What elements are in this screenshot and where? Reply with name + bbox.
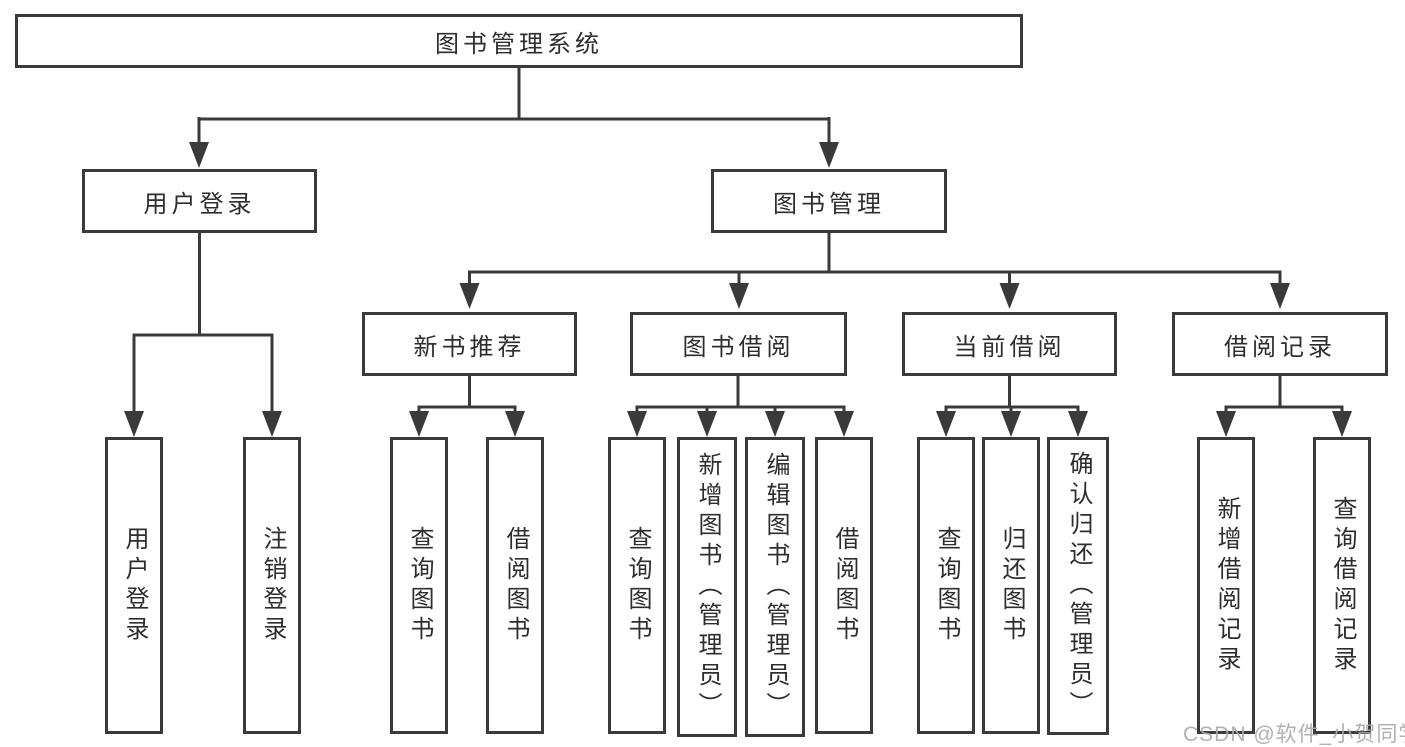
leaf-add-borrow-record: 新增借阅记录 [1197, 437, 1255, 734]
node-current-borrowing: 当前借阅 [902, 312, 1117, 376]
leaf-borrow-books: 借阅图书 [486, 437, 544, 734]
node-label: 用户登录 [143, 190, 256, 218]
leaf-borrow-books: 借阅图书 [815, 437, 873, 734]
node-label: 图书借阅 [682, 333, 795, 361]
node-label: 用户登录 [121, 525, 148, 646]
node-label: 图书管理系统 [435, 30, 603, 58]
node-label: 查询图书 [933, 525, 960, 646]
node-user-login: 用户登录 [82, 169, 317, 233]
node-label: 查询图书 [406, 525, 433, 646]
csdn-watermark: CSDN @软件_小贺同学 [1183, 723, 1405, 746]
node-label: 注销登录 [259, 525, 286, 646]
node-label: 借阅记录 [1224, 333, 1336, 361]
node-new-book-recommendation: 新书推荐 [362, 312, 577, 376]
node-book-borrowing: 图书借阅 [630, 312, 847, 376]
leaf-add-book-admin: 新增图书（管理员） [677, 437, 737, 737]
leaf-logout: 注销登录 [243, 437, 301, 734]
leaf-query-borrow-record: 查询借阅记录 [1313, 437, 1371, 734]
node-label: 借阅图书 [831, 525, 858, 646]
leaf-query-books: 查询图书 [390, 437, 448, 734]
node-book-management: 图书管理 [711, 169, 947, 233]
node-label: 确认归还（管理员） [1065, 451, 1092, 721]
leaf-edit-book-admin: 编辑图书（管理员） [745, 437, 805, 737]
node-label: 新增图书（管理员） [694, 452, 721, 722]
leaf-query-books: 查询图书 [608, 437, 666, 734]
leaf-query-books: 查询图书 [917, 437, 975, 734]
node-label: 当前借阅 [953, 333, 1066, 361]
node-borrowing-records: 借阅记录 [1172, 312, 1388, 376]
node-label: 新增借阅记录 [1213, 495, 1240, 676]
node-label: 查询图书 [624, 525, 651, 646]
leaf-user-login: 用户登录 [105, 437, 163, 734]
arrowhead-icons [124, 142, 1352, 437]
node-label: 借阅图书 [502, 525, 529, 646]
node-label: 新书推荐 [413, 333, 526, 361]
node-label: 编辑图书（管理员） [762, 452, 789, 722]
leaf-confirm-return-admin: 确认归还（管理员） [1047, 437, 1109, 735]
node-label: 图书管理 [773, 190, 885, 218]
node-library-management-system: 图书管理系统 [15, 14, 1023, 68]
node-label: 归还图书 [998, 525, 1025, 646]
node-label: 查询借阅记录 [1329, 495, 1356, 676]
leaf-return-books: 归还图书 [982, 437, 1040, 734]
